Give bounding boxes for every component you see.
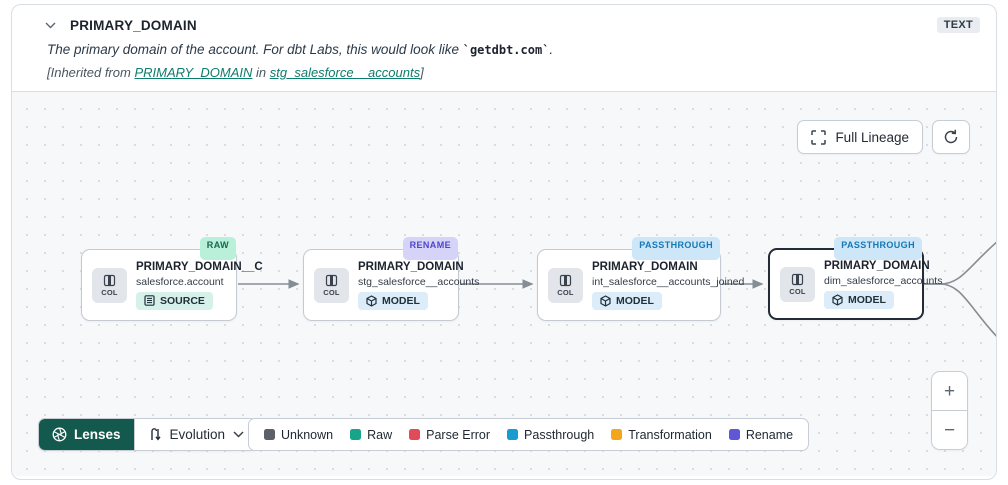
lineage-edges (238, 241, 996, 337)
inherited-suffix: ] (420, 65, 424, 80)
col-label: COL (323, 287, 340, 297)
column-title: PRIMARY_DOMAIN (70, 17, 197, 33)
zoom-out-button[interactable]: − (932, 411, 967, 449)
description-period: . (549, 42, 554, 57)
legend-item-passthrough: Passthrough (507, 428, 594, 442)
collapse-chevron-icon[interactable] (40, 15, 60, 35)
resource-type-badge: MODEL (824, 290, 894, 309)
column-type-chip: COL (548, 267, 583, 303)
resource-type-label: SOURCE (160, 294, 205, 307)
lens-tag: PASSTHROUGH (834, 237, 922, 260)
inherited-prefix: [Inherited from (47, 65, 135, 80)
zoom-divider (932, 410, 967, 411)
lens-legend: Unknown Raw Parse Error Passthrough Tran… (248, 418, 810, 451)
zoom-in-button[interactable]: + (932, 372, 967, 410)
node-column-name: PRIMARY_DOMAIN (358, 260, 464, 273)
description-text: The primary domain of the account. For d… (47, 42, 463, 57)
column-icon (325, 274, 338, 286)
node-model-name: salesforce.account (136, 275, 224, 288)
legend-label: Parse Error (426, 427, 491, 442)
node-model-name: dim_salesforce_accounts (824, 274, 943, 287)
col-label: COL (789, 286, 806, 296)
legend-label: Passthrough (524, 427, 595, 442)
lineage-node-dim-selected[interactable]: PASSTHROUGH COL PRIMARY_DOMAIN dim_sales… (768, 237, 942, 320)
col-label: COL (101, 287, 118, 297)
legend-swatch (264, 429, 275, 440)
col-label: COL (557, 287, 574, 297)
legend-label: Raw (367, 427, 393, 442)
column-icon (559, 274, 572, 286)
resource-type-badge: SOURCE (136, 291, 213, 310)
data-type-badge: TEXT (936, 17, 980, 33)
node-column-name: PRIMARY_DOMAIN (824, 259, 930, 272)
lens-tag: PASSTHROUGH (632, 237, 720, 260)
column-icon (791, 273, 804, 285)
model-icon (366, 294, 377, 307)
column-description: The primary domain of the account. For d… (47, 42, 980, 57)
lineage-node-staging[interactable]: RENAME COL PRIMARY_DOMAIN stg_salesforce… (303, 237, 479, 321)
lens-aperture-icon (52, 427, 67, 442)
legend-swatch (350, 429, 362, 440)
inherited-column-link[interactable]: PRIMARY_DOMAIN (134, 65, 253, 80)
node-column-name: PRIMARY_DOMAIN__C (136, 260, 263, 273)
resource-type-label: MODEL (616, 294, 654, 307)
model-icon (832, 293, 843, 306)
inherited-middle: in (252, 65, 270, 80)
inherited-from-note: [Inherited from PRIMARY_DOMAIN in stg_sa… (47, 65, 980, 80)
lineage-node-intermediate[interactable]: PASSTHROUGH COL PRIMARY_DOMAIN int_sales… (537, 237, 744, 321)
resource-type-badge: MODEL (592, 291, 662, 310)
column-type-chip: COL (314, 267, 349, 303)
fullscreen-icon (811, 129, 827, 145)
resource-type-label: MODEL (848, 293, 886, 306)
resource-type-badge: MODEL (358, 291, 428, 310)
refresh-button[interactable] (932, 120, 970, 154)
lens-tag: RAW (199, 237, 236, 260)
legend-swatch (409, 429, 421, 440)
zoom-controls: + − (931, 371, 968, 450)
column-icon (103, 274, 116, 286)
lenses-selector: Lenses Evolution (38, 418, 259, 451)
legend-item-transformation: Transformation (611, 428, 712, 442)
legend-swatch (611, 429, 623, 440)
lens-tag: RENAME (402, 237, 458, 260)
description-code: `getdbt.com` (462, 43, 550, 57)
model-icon (600, 294, 611, 307)
refresh-icon (944, 129, 958, 144)
lineage-node-source[interactable]: RAW COL PRIMARY_DOMAIN__C salesforce.acc… (81, 237, 263, 321)
legend-label: Transformation (628, 427, 712, 442)
resource-type-label: MODEL (382, 294, 420, 307)
column-lineage-panel: PRIMARY_DOMAIN TEXT The primary domain o… (11, 4, 997, 480)
legend-item-rename: Rename (728, 427, 794, 442)
lenses-button[interactable]: Lenses (39, 419, 134, 450)
panel-header: PRIMARY_DOMAIN TEXT The primary domain o… (12, 5, 996, 91)
source-icon (144, 295, 155, 306)
legend-label: Rename (745, 427, 794, 442)
evolution-icon (150, 428, 161, 441)
legend-item-unknown: Unknown (264, 428, 333, 442)
column-type-chip: COL (780, 266, 815, 302)
legend-item-raw: Raw (350, 428, 392, 442)
node-model-name: int_salesforce__accounts_joined (592, 275, 745, 288)
lenses-label: Lenses (74, 427, 121, 442)
full-lineage-label: Full Lineage (835, 129, 909, 145)
full-lineage-button[interactable]: Full Lineage (797, 120, 923, 154)
legend-swatch (507, 429, 519, 440)
legend-swatch (728, 429, 740, 440)
legend-item-parse-error: Parse Error (409, 428, 490, 442)
chevron-down-icon (233, 431, 244, 438)
canvas-toolbar: Full Lineage (797, 120, 970, 154)
evolution-label: Evolution (169, 427, 226, 442)
node-column-name: PRIMARY_DOMAIN (592, 260, 698, 273)
inherited-model-link[interactable]: stg_salesforce__accounts (269, 65, 421, 80)
evolution-lens-dropdown[interactable]: Evolution (133, 419, 258, 450)
column-type-chip: COL (92, 267, 127, 303)
lineage-canvas[interactable]: Full Lineage RAW COL PRIMARY_DOMAIN__C s… (12, 91, 996, 476)
node-model-name: stg_salesforce__accounts (358, 275, 480, 288)
legend-label: Unknown (281, 427, 334, 442)
